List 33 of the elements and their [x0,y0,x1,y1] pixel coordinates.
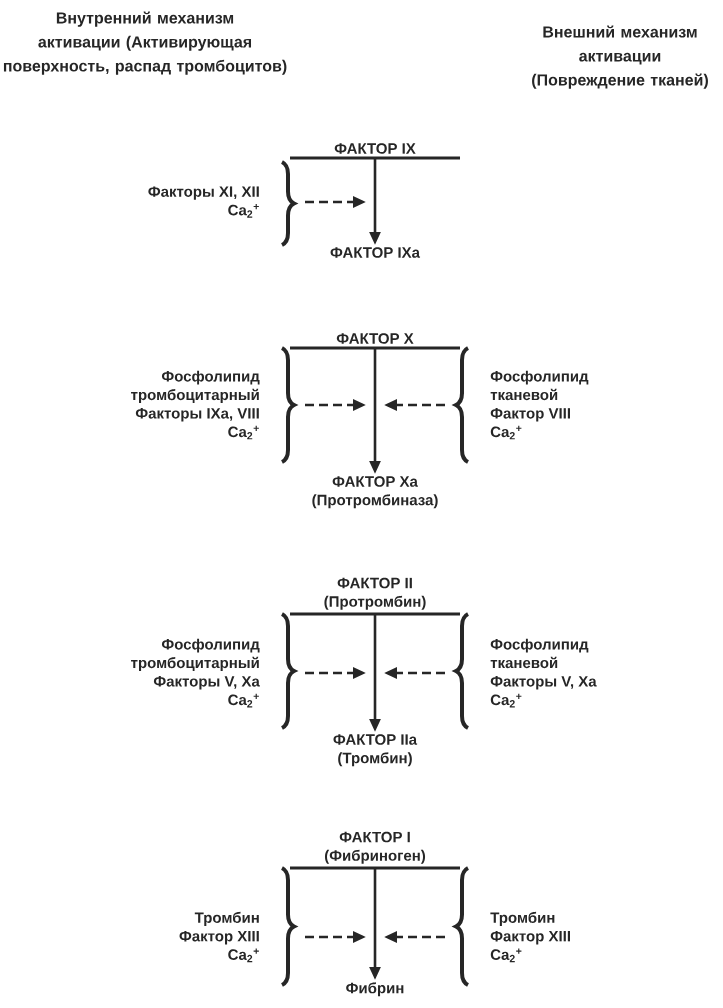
node-label: тканевой [490,388,558,401]
node-label: Фосфолипид [490,638,589,653]
cofactor-label: Факторы XI, XII Ca$_{2}$+ [148,186,259,218]
node-label: Ca$_{2}$+ [228,693,259,708]
node-label: тканевой [490,656,558,669]
product-label: ФАКТОР IIa (Тромбин) [333,734,418,767]
substrate-label: ФАКТОР II (Протромбин) [324,577,426,610]
node-label: Фосфолипид [490,370,589,385]
product-label: Фибрин [346,982,404,997]
node-label: Ca$_{2}$+ [490,693,522,708]
cofactor-label: Фосфолипид тромбоцитарный Факторы V, Xa Ca$_{2}$+ [131,638,260,708]
substrate-label: ФАКТОР X [336,333,414,344]
column-heading: Внутренний механизм активации (Активирующая поверхность, распад тромбоцитов) [3,11,287,75]
node-label: Фактор VIII [490,408,571,422]
node-label: Фосфолипид [161,638,260,653]
substrate-label: ФАКТОР IX [334,143,416,154]
column-heading: Внешний механизм активации (Повреждение тканей) [532,25,708,89]
cofactor-label: Тромбин Фактор XIII Ca$_{2}$+ [179,911,259,963]
node-label: Ca$_{2}$+ [228,425,259,440]
cofactor-label: Фосфолипид тканевой Фактор VIII Ca$_{2}$+ [490,370,589,440]
node-label: тромбоцитарный [131,656,259,672]
node-label: Факторы V, Xa [490,676,597,690]
node-label: тромбоцитарный [131,388,259,404]
cofactor-label: Фосфолипид тканевой Факторы V, Xa Ca$_{2}$+ [490,638,597,708]
substrate-label: ФАКТОР I (Фибриноген) [325,831,426,864]
node-label: Факторы V, Xa [153,676,260,690]
cofactor-label: Фосфолипид тромбоцитарный Факторы IXa, VIII Ca$_{2}$+ [131,370,260,440]
node-label: Фосфолипид [161,370,260,385]
cofactor-label: Тромбин Фактор XIII Ca$_{2}$+ [490,911,570,963]
node-label: Факторы IXa, VIII [135,408,259,422]
product-label: ФАКТОР Xa (Протромбиназа) [312,476,438,509]
product-label: ФАКТОР IXa [330,247,421,258]
node-label: Ca$_{2}$+ [490,425,522,440]
